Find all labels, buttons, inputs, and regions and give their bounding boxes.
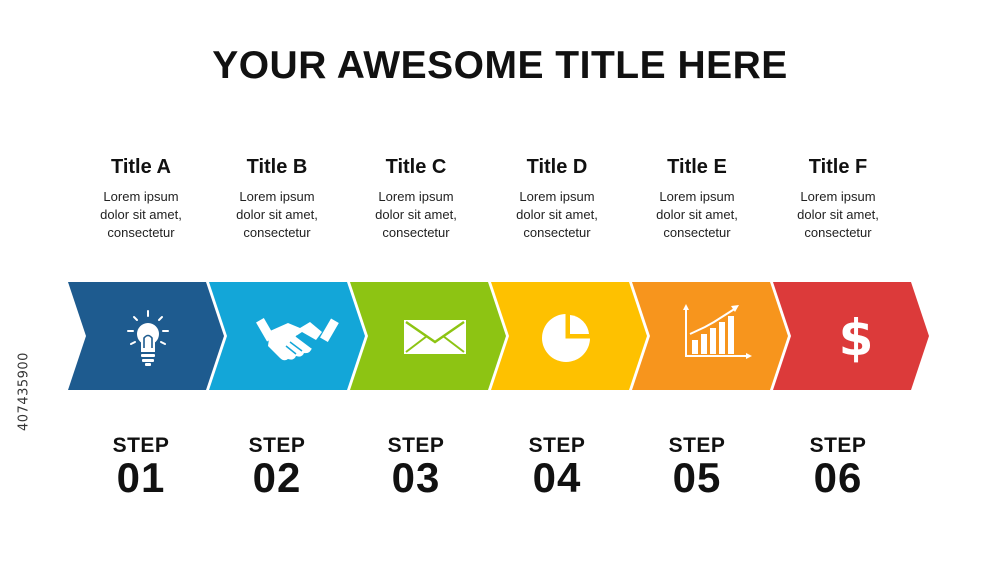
step-1-label: STEP bbox=[112, 434, 170, 457]
step-6-number: 06 bbox=[813, 454, 863, 501]
step-4-label: STEP bbox=[528, 434, 586, 457]
step-5-label: STEP bbox=[668, 434, 726, 457]
step-2-number: 02 bbox=[252, 454, 302, 501]
stock-id-watermark: 407435900 bbox=[10, 322, 32, 462]
step-6-desc-line-2: dolor sit amet, bbox=[797, 207, 879, 222]
step-4-title: Title D bbox=[526, 156, 588, 178]
bar-chart-icon bbox=[683, 304, 752, 359]
step-5-desc-line-1: Lorem ipsum bbox=[659, 189, 735, 204]
step-5-desc-line-2: dolor sit amet, bbox=[656, 207, 738, 222]
step-1-number: 01 bbox=[116, 454, 166, 501]
step-2-desc-line-3: consectetur bbox=[243, 225, 311, 240]
step-3-desc-line-3: consectetur bbox=[382, 225, 450, 240]
step-1-desc-line-1: Lorem ipsum bbox=[103, 189, 179, 204]
step-5-desc-line-3: consectetur bbox=[663, 225, 731, 240]
svg-text:$: $ bbox=[839, 309, 874, 367]
step-2-label: STEP bbox=[248, 434, 306, 457]
step-2-desc-line-2: dolor sit amet, bbox=[236, 207, 318, 222]
page-title: YOUR AWESOME TITLE HERE bbox=[212, 44, 788, 87]
step-3-number: 03 bbox=[391, 454, 441, 501]
dollar-icon: $ bbox=[839, 309, 874, 367]
stock-id-text: 407435900 bbox=[16, 352, 32, 431]
step-1-desc-line-3: consectetur bbox=[107, 225, 175, 240]
step-6-desc-line-1: Lorem ipsum bbox=[800, 189, 876, 204]
step-3-desc-line-2: dolor sit amet, bbox=[375, 207, 457, 222]
step-3-description: Lorem ipsum dolor sit amet, consectetur bbox=[346, 188, 486, 242]
step-3-title: Title C bbox=[385, 156, 447, 178]
step-4-desc-line-1: Lorem ipsum bbox=[519, 189, 595, 204]
step-6-chevron bbox=[773, 282, 929, 390]
step-2-description: Lorem ipsum dolor sit amet, consectetur bbox=[207, 188, 347, 242]
step-4-desc-line-2: dolor sit amet, bbox=[516, 207, 598, 222]
pie-chart-icon bbox=[542, 311, 593, 362]
step-5-description: Lorem ipsum dolor sit amet, consectetur bbox=[627, 188, 767, 242]
step-5-title: Title E bbox=[667, 156, 727, 178]
envelope-icon bbox=[404, 320, 466, 354]
step-6-title: Title F bbox=[808, 156, 868, 178]
step-2-title: Title B bbox=[246, 156, 308, 178]
step-6-description: Lorem ipsum dolor sit amet, consectetur bbox=[768, 188, 908, 242]
step-1-title: Title A bbox=[110, 156, 171, 178]
handshake-icon bbox=[256, 317, 339, 361]
lightbulb-icon bbox=[127, 310, 169, 366]
step-4-description: Lorem ipsum dolor sit amet, consectetur bbox=[487, 188, 627, 242]
step-3-label: STEP bbox=[387, 434, 445, 457]
step-4-desc-line-3: consectetur bbox=[523, 225, 591, 240]
step-6-desc-line-3: consectetur bbox=[804, 225, 872, 240]
step-6-label: STEP bbox=[809, 434, 867, 457]
step-1-description: Lorem ipsum dolor sit amet, consectetur bbox=[71, 188, 211, 242]
step-2-desc-line-1: Lorem ipsum bbox=[239, 189, 315, 204]
step-3-desc-line-1: Lorem ipsum bbox=[378, 189, 454, 204]
step-5-number: 05 bbox=[672, 454, 722, 501]
step-4-number: 04 bbox=[532, 454, 582, 501]
step-1-desc-line-2: dolor sit amet, bbox=[100, 207, 182, 222]
